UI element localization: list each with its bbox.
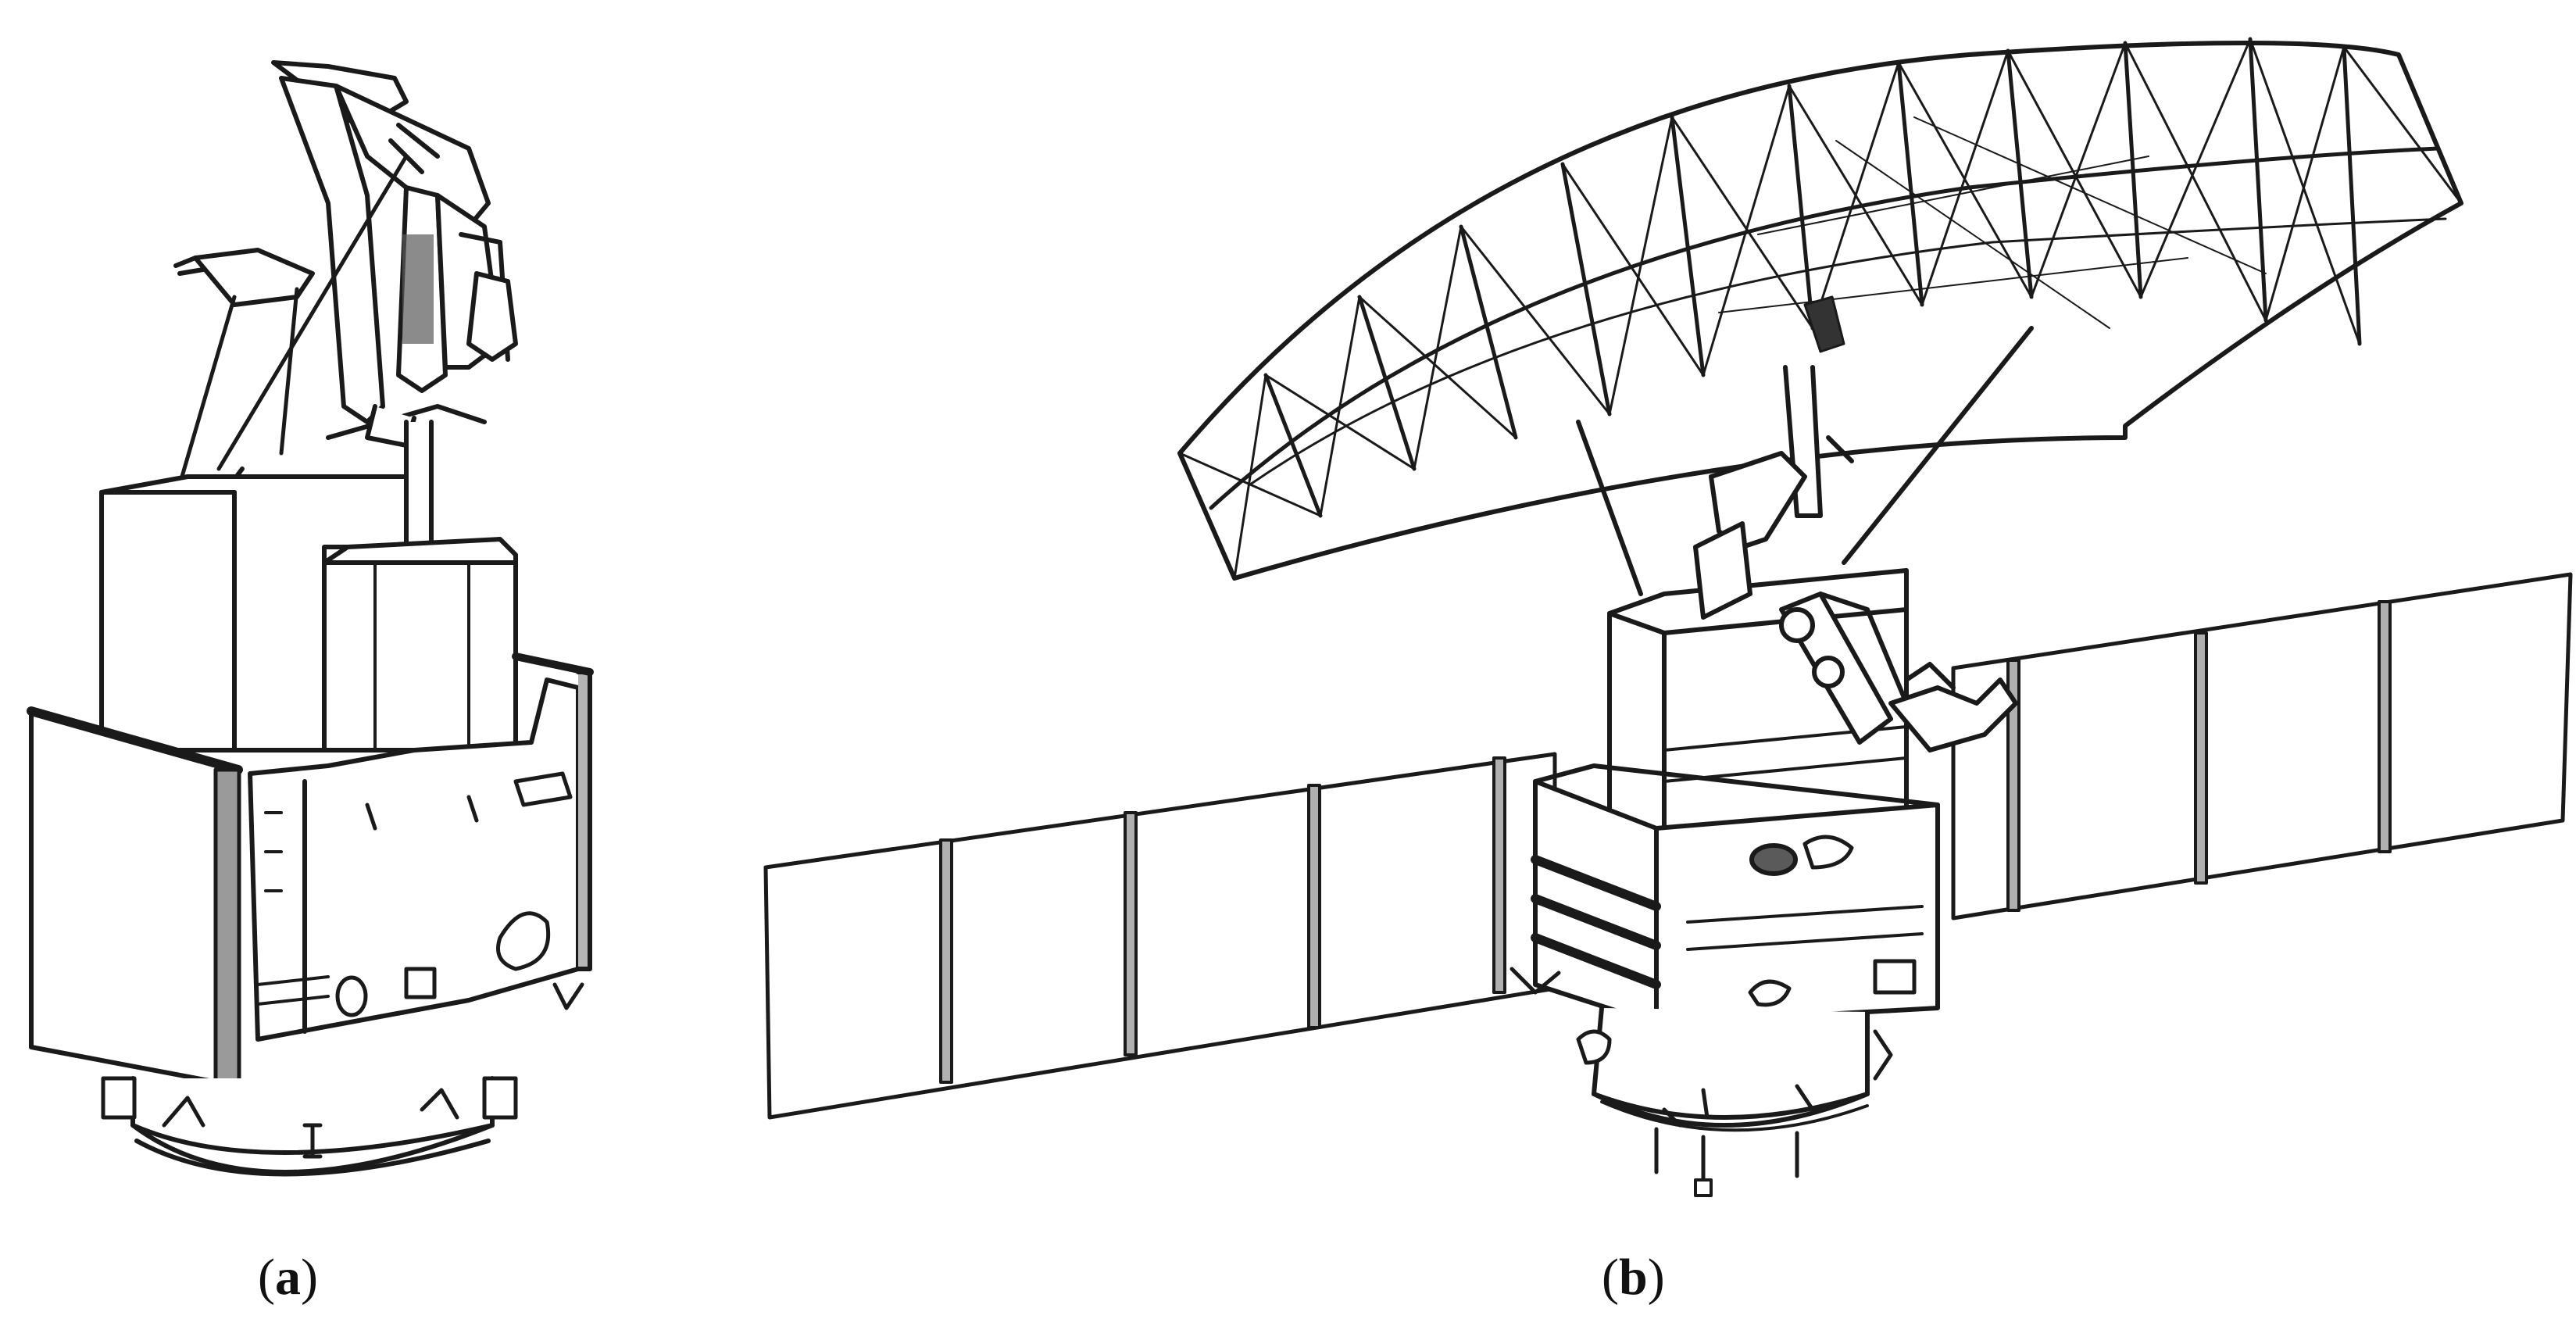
panel-b-open-paren: ( [1602, 1249, 1619, 1306]
panel-b-close-paren: ) [1647, 1249, 1665, 1306]
panel-a-caption: (a) [258, 1242, 318, 1313]
panel-a-close-paren: ) [300, 1249, 318, 1306]
panel-a-open-paren: ( [258, 1249, 275, 1306]
satellite-b-base-adapter [1576, 1006, 1893, 1197]
satellite-a-base-ring [101, 1076, 518, 1177]
satellite-b-left-solar-array [763, 752, 1557, 1120]
panel-b-letter: b [1618, 1249, 1648, 1306]
satellite-a-lower-bus [248, 652, 594, 1042]
satellite-b-truss-reflector [1177, 37, 2463, 581]
satellite-a-folded-antenna [173, 60, 518, 502]
satellite-b-lower-bus [1510, 763, 1940, 1026]
satellite-a [27, 60, 594, 1177]
satellite-a-instrument-cylinder [322, 537, 518, 753]
satellite-a-solar-panel [27, 706, 243, 1089]
satellite-a-boom [404, 420, 434, 549]
satellite-b [763, 37, 2573, 1197]
satellite-b-robotic-arm [1693, 435, 2018, 753]
panel-a-letter: a [274, 1249, 301, 1306]
satellite-b-right-solar-array [1951, 572, 2573, 921]
panel-b-caption: (b) [1602, 1242, 1665, 1313]
